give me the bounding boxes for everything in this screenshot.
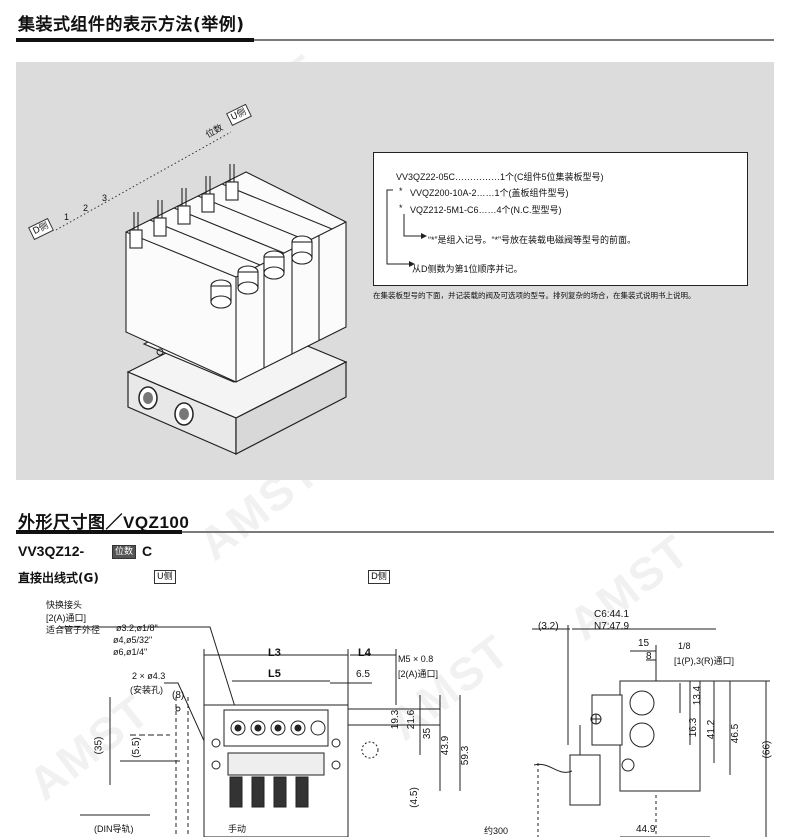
- manifold-caption: 在集装板型号的下面，并记装载的阀及可选项的型号。排列复杂的场合，在集装式说明书上…: [373, 291, 696, 300]
- callout-line-manifold: VV3QZ22-05C……………1个(C组件5位集装板型号): [396, 172, 604, 182]
- dim-13-4: 13.4: [692, 685, 704, 706]
- station-number-1: 1: [64, 212, 70, 222]
- callout-line-cover: VVQZ200-10A-2……1个(盖板组件型号): [410, 188, 569, 198]
- dimensions-title-model: VQZ100: [123, 513, 190, 532]
- mount-hole-note: (安装孔): [130, 685, 163, 695]
- wiring-type: 直接出线式(G): [18, 571, 99, 585]
- rc-port-label: [1(P),3(R)通口]: [674, 656, 735, 666]
- callout-note-star: “*”是组入记号。“*”号放在装载电磁阀等型号的前面。: [428, 235, 636, 245]
- tube-size-2: ø4,ø5/32": [113, 635, 153, 645]
- callout-star-2: *: [399, 203, 403, 213]
- title-rule: [254, 39, 774, 41]
- callout-line-valve: VQZ212-5M1-C6……4个(N.C.型型号): [410, 205, 562, 215]
- dim-43-9: 43.9: [440, 735, 452, 756]
- tube-od-label: 适合管子外径: [46, 625, 101, 635]
- dim-8: (8): [172, 690, 185, 701]
- title-underline: [16, 38, 254, 42]
- dimensions-title-prefix: 外形尺寸图／: [18, 513, 123, 533]
- dimensions-title: 外形尺寸图／VQZ100: [18, 508, 189, 533]
- dim-16-3: 16.3: [688, 717, 700, 738]
- callout-note-order: 从D侧数为第1位顺序并记。: [412, 264, 523, 274]
- manual-label: 手动: [228, 824, 247, 834]
- dim-L4: L4: [358, 647, 371, 659]
- manifold-illustration: [55, 131, 348, 455]
- model-code: VV3QZ12-: [18, 543, 85, 559]
- dim-19-3: 19.3: [390, 709, 402, 730]
- dim-41-2: 41.2: [706, 719, 718, 740]
- mount-hole-label: 2 × ø4.3: [132, 671, 166, 681]
- d-side-label: D侧: [368, 570, 390, 584]
- model-station-box: 位数: [112, 545, 137, 559]
- dim-21-6: 21.6: [406, 709, 418, 730]
- dimensions-rule: [182, 531, 774, 533]
- dim-44-9: 44.9: [636, 824, 656, 835]
- u-side-label: U侧: [154, 570, 176, 584]
- dim-L3: L3: [268, 647, 281, 659]
- m5-port-label: [2(A)通口]: [398, 669, 439, 679]
- dim-35b: 35: [422, 727, 434, 740]
- dim-L5: L5: [268, 668, 281, 680]
- dim-66: (66): [761, 740, 773, 759]
- station-number-3: 3: [102, 193, 108, 203]
- station-number-2: 2: [83, 203, 89, 213]
- dim-46-5: 46.5: [730, 723, 742, 744]
- rc-size-label: 1/8: [678, 641, 691, 651]
- dim-6-5: 6.5: [356, 669, 370, 680]
- section-title: 集装式组件的表示方法(举例): [18, 15, 245, 35]
- callout-leaders: [386, 189, 427, 267]
- callout-star-1: *: [399, 186, 403, 196]
- model-callout: [373, 152, 748, 286]
- dim-35: (35): [93, 736, 105, 755]
- cable-length-label: 约300: [484, 826, 509, 836]
- side-view-drawing: [532, 625, 770, 837]
- dimensions-underline: [16, 530, 182, 534]
- din-rail-label: (DIN导轨): [94, 824, 134, 834]
- m5-label: M5 × 0.8: [398, 654, 434, 664]
- dim-4-5: (4.5): [408, 787, 420, 808]
- dim-c6: C6:44.1: [594, 609, 630, 620]
- fitting-port-label: [2(A)通口]: [46, 613, 87, 623]
- dim-15: 15: [638, 638, 650, 649]
- dim-59-3: 59.3: [460, 745, 472, 766]
- dim-3-2: (3.2): [538, 621, 559, 632]
- dim-n7: N7:47.9: [594, 621, 630, 632]
- fitting-label: 快换接头: [46, 600, 83, 610]
- tube-size-3: ø6,ø1/4": [113, 647, 148, 657]
- front-view-drawing: [60, 626, 461, 837]
- tube-size-1: ø3.2,ø1/8": [116, 623, 158, 633]
- dim-8b: 8: [646, 651, 652, 662]
- model-suffix: C: [142, 543, 153, 559]
- dim-5-5: (5.5): [130, 737, 142, 758]
